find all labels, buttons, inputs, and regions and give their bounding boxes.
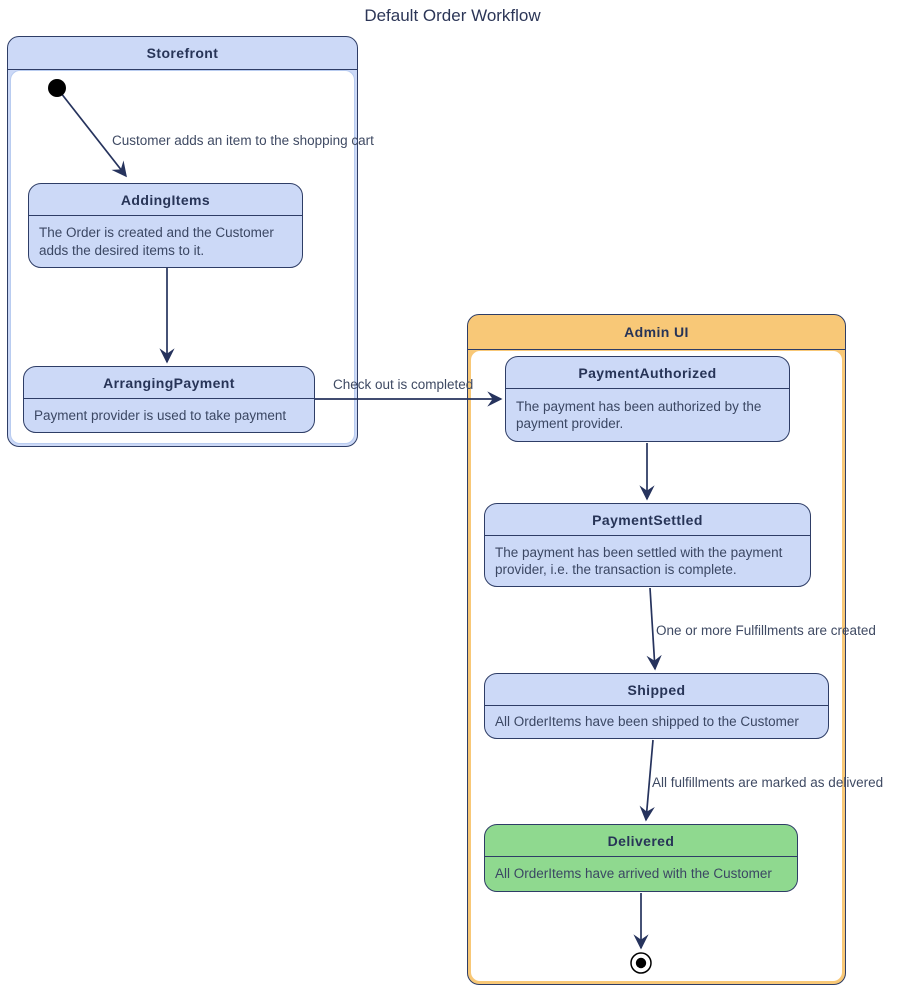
state-title: Shipped xyxy=(485,674,828,706)
state-payment-authorized: PaymentAuthorized The payment has been a… xyxy=(505,356,790,442)
edge-label-fulfillments-created: One or more Fulfillments are created xyxy=(656,623,876,638)
edge-label-marked-delivered: All fulfillments are marked as delivered xyxy=(652,775,884,790)
state-adding-items: AddingItems The Order is created and the… xyxy=(28,183,303,268)
state-payment-settled: PaymentSettled The payment has been sett… xyxy=(484,503,811,587)
state-description: The payment has been authorized by the p… xyxy=(516,398,762,431)
state-delivered: Delivered All OrderItems have arrived wi… xyxy=(484,824,798,892)
diagram-title: Default Order Workflow xyxy=(364,6,541,25)
state-description: All OrderItems have been shipped to the … xyxy=(495,714,799,730)
state-shipped: Shipped All OrderItems have been shipped… xyxy=(484,673,829,739)
state-title: ArrangingPayment xyxy=(24,367,314,399)
edge-label-checkout-completed: Check out is completed xyxy=(333,377,474,392)
state-arranging-payment: ArrangingPayment Payment provider is use… xyxy=(23,366,315,433)
edge-label-start-to-adding: Customer adds an item to the shopping ca… xyxy=(112,133,374,148)
state-title: PaymentSettled xyxy=(485,504,810,536)
state-description: All OrderItems have arrived with the Cus… xyxy=(495,866,772,882)
cluster-storefront-header: Storefront xyxy=(8,37,357,70)
state-title: PaymentAuthorized xyxy=(506,357,789,389)
state-description: The Order is created and the Customer ad… xyxy=(39,225,274,258)
state-title: Delivered xyxy=(485,825,797,857)
state-description: The payment has been settled with the pa… xyxy=(495,544,783,577)
state-title: AddingItems xyxy=(29,184,302,216)
cluster-admin-ui-header: Admin UI xyxy=(468,315,845,350)
state-description: Payment provider is used to take payment xyxy=(34,407,287,423)
